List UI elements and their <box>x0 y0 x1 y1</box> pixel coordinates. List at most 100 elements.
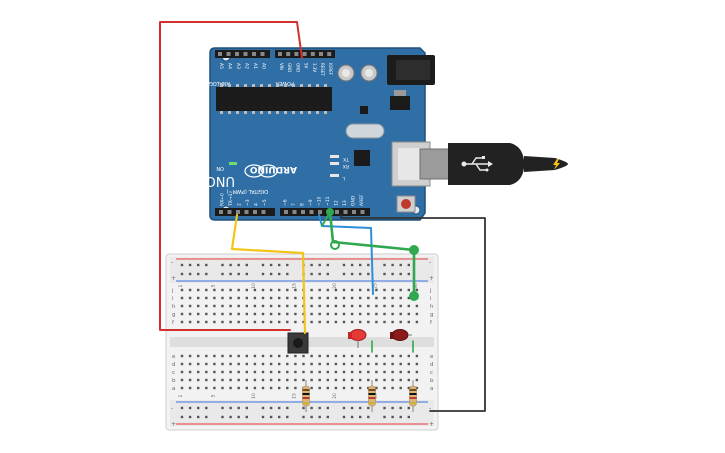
breadboard-hole[interactable] <box>221 378 224 382</box>
breadboard-hole[interactable] <box>237 296 240 300</box>
led-red[interactable] <box>348 329 367 349</box>
breadboard-hole[interactable] <box>197 354 200 358</box>
breadboard-hole[interactable] <box>205 362 208 366</box>
breadboard-hole[interactable] <box>253 304 257 308</box>
breadboard-hole[interactable] <box>318 354 321 358</box>
breadboard-hole[interactable] <box>180 288 184 292</box>
digital-pin[interactable] <box>244 210 249 214</box>
analog-pin[interactable] <box>218 52 222 56</box>
breadboard-hole[interactable] <box>318 370 321 374</box>
breadboard-hole[interactable] <box>383 296 386 300</box>
digital-pin[interactable] <box>227 210 232 214</box>
breadboard-hole[interactable] <box>326 304 329 308</box>
breadboard-hole[interactable] <box>237 304 240 308</box>
rail-hole[interactable] <box>261 263 265 267</box>
rail-hole[interactable] <box>326 415 329 419</box>
breadboard-hole[interactable] <box>359 386 362 390</box>
breadboard-hole[interactable] <box>407 370 410 374</box>
breadboard-hole[interactable] <box>391 370 394 374</box>
breadboard-hole[interactable] <box>383 378 386 382</box>
rail-hole[interactable] <box>197 415 200 419</box>
breadboard-hole[interactable] <box>197 312 200 316</box>
resistor[interactable] <box>302 380 310 412</box>
breadboard-hole[interactable] <box>407 304 410 308</box>
rail-hole[interactable] <box>245 263 248 267</box>
breadboard-hole[interactable] <box>269 296 273 300</box>
led-dark-red[interactable] <box>390 329 412 341</box>
rail-hole[interactable] <box>188 415 192 419</box>
breadboard-hole[interactable] <box>359 304 362 308</box>
rail-hole[interactable] <box>237 272 240 276</box>
breadboard-hole[interactable] <box>245 386 248 390</box>
breadboard-hole[interactable] <box>391 320 394 324</box>
breadboard-hole[interactable] <box>180 362 184 366</box>
breadboard-hole[interactable] <box>237 362 240 366</box>
breadboard-hole[interactable] <box>310 296 313 300</box>
rail-hole[interactable] <box>326 272 329 276</box>
push-button-cap[interactable] <box>293 338 303 348</box>
rail-hole[interactable] <box>310 406 313 410</box>
breadboard-hole[interactable] <box>269 288 273 292</box>
breadboard-hole[interactable] <box>359 320 362 324</box>
breadboard-hole[interactable] <box>197 304 200 308</box>
breadboard-hole[interactable] <box>188 386 192 390</box>
breadboard-hole[interactable] <box>415 378 419 382</box>
breadboard-hole[interactable] <box>383 362 386 366</box>
breadboard-hole[interactable] <box>213 370 216 374</box>
digital-pin[interactable] <box>301 210 305 214</box>
breadboard-hole[interactable] <box>253 288 257 292</box>
breadboard-hole[interactable] <box>350 362 354 366</box>
reset-button[interactable] <box>401 199 411 209</box>
breadboard-hole[interactable] <box>367 320 370 324</box>
breadboard-hole[interactable] <box>342 288 346 292</box>
breadboard-hole[interactable] <box>310 354 313 358</box>
breadboard-hole[interactable] <box>205 304 208 308</box>
breadboard-hole[interactable] <box>310 312 313 316</box>
digital-pin[interactable] <box>253 210 257 214</box>
breadboard-hole[interactable] <box>278 370 281 374</box>
breadboard-hole[interactable] <box>197 296 200 300</box>
rail-hole[interactable] <box>310 415 313 419</box>
breadboard-hole[interactable] <box>294 312 297 316</box>
breadboard-hole[interactable] <box>294 370 297 374</box>
breadboard-hole[interactable] <box>334 296 338 300</box>
breadboard-hole[interactable] <box>269 320 273 324</box>
breadboard-hole[interactable] <box>391 312 394 316</box>
breadboard-hole[interactable] <box>269 362 273 366</box>
rail-hole[interactable] <box>391 272 394 276</box>
breadboard-hole[interactable] <box>318 362 321 366</box>
breadboard-hole[interactable] <box>237 370 240 374</box>
breadboard-hole[interactable] <box>294 378 297 382</box>
rail-hole[interactable] <box>229 406 232 410</box>
breadboard-hole[interactable] <box>180 296 184 300</box>
rail-hole[interactable] <box>269 406 273 410</box>
breadboard-hole[interactable] <box>245 304 248 308</box>
digital-pin[interactable] <box>309 210 314 214</box>
breadboard-hole[interactable] <box>359 378 362 382</box>
breadboard-hole[interactable] <box>221 296 224 300</box>
wire-blue-pin12[interactable] <box>318 214 374 295</box>
breadboard-hole[interactable] <box>326 312 329 316</box>
breadboard-hole[interactable] <box>294 296 297 300</box>
breadboard-hole[interactable] <box>213 362 216 366</box>
breadboard-hole[interactable] <box>334 370 338 374</box>
breadboard-hole[interactable] <box>399 362 402 366</box>
wire-node-top[interactable] <box>409 245 419 255</box>
breadboard-hole[interactable] <box>261 320 265 324</box>
breadboard-hole[interactable] <box>229 370 232 374</box>
breadboard-hole[interactable] <box>383 320 386 324</box>
rail-hole[interactable] <box>391 263 394 267</box>
breadboard-hole[interactable] <box>229 288 232 292</box>
rail-hole[interactable] <box>350 272 354 276</box>
breadboard-hole[interactable] <box>253 312 257 316</box>
breadboard-hole[interactable] <box>213 288 216 292</box>
rail-hole[interactable] <box>261 406 265 410</box>
breadboard-hole[interactable] <box>326 354 329 358</box>
breadboard-hole[interactable] <box>302 354 305 358</box>
breadboard-hole[interactable] <box>286 312 289 316</box>
breadboard-hole[interactable] <box>350 296 354 300</box>
power-pin[interactable] <box>286 52 291 56</box>
breadboard-hole[interactable] <box>294 304 297 308</box>
rail-hole[interactable] <box>399 263 402 267</box>
breadboard-hole[interactable] <box>245 296 248 300</box>
